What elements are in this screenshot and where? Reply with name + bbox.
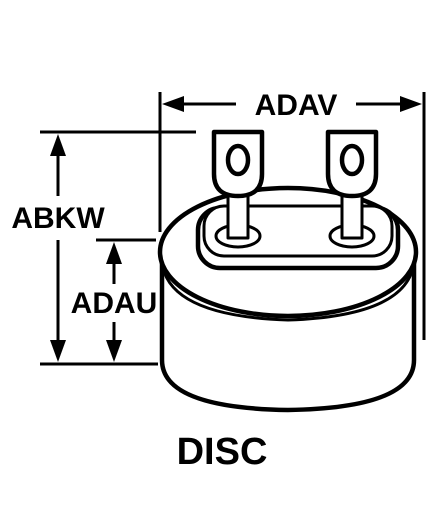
terminal-left-eyelet [225, 143, 251, 177]
body-height-arrowhead-bottom [106, 340, 122, 362]
body-height-arrowhead-top [106, 242, 122, 264]
overall-height-arrowhead-top [50, 134, 66, 156]
body-height-dim-label: ADAU [71, 287, 158, 320]
terminal-right-eyelet [339, 143, 365, 177]
width-dim-label: ADAV [255, 89, 338, 122]
width-dimension: ADAV [158, 89, 426, 340]
terminal-right [325, 129, 379, 240]
width-arrowhead-right [400, 96, 422, 112]
body-height-dimension: ADAU [71, 238, 158, 362]
overall-height-dim-label: ABKW [11, 202, 105, 235]
width-arrowhead-left [162, 96, 184, 112]
body-top-lip [160, 261, 416, 322]
diagram-caption: DISC [177, 431, 268, 473]
overall-height-arrowhead-bottom [50, 340, 66, 362]
overall-height-dimension: ABKW [11, 130, 196, 366]
terminal-left [211, 129, 265, 240]
